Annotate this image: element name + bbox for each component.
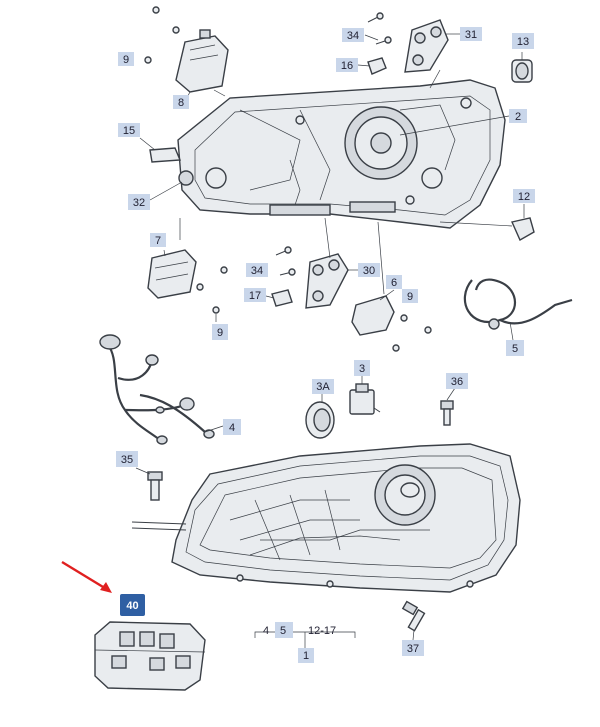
callout-34-top: 34 [342,28,364,42]
svg-text:5: 5 [280,625,286,637]
callout-32: 32 [128,194,150,210]
part-3-bulb [349,383,381,415]
svg-text:6: 6 [391,277,397,289]
part-36-screw [440,400,454,426]
callout-36: 36 [446,373,468,389]
callout-7: 7 [150,233,166,247]
part-34-screws-top [367,12,392,45]
callout-34-mid: 34 [246,263,268,277]
headlight-assembly-front [131,443,521,593]
callout-13: 13 [512,33,534,49]
callout-16: 16 [336,58,358,72]
svg-text:9: 9 [407,291,413,303]
leader-lines [135,33,525,648]
part-35-screw [147,471,163,501]
svg-text:34: 34 [347,30,359,42]
part-6-module [351,295,432,352]
svg-text:30: 30 [363,265,375,277]
svg-text:34: 34 [251,265,263,277]
callout-2: 2 [509,109,527,123]
part-30-bracket [275,246,349,309]
part-8-control-module [144,6,229,93]
part-4-wiring-harness [99,334,215,445]
svg-text:4: 4 [263,625,269,637]
svg-text:3: 3 [359,363,365,375]
part-13-cap [511,59,533,83]
callout-ref-5: 5 [275,622,293,638]
callout-17: 17 [244,288,266,302]
svg-text:7: 7 [155,235,161,247]
svg-text:17: 17 [249,290,261,302]
callout-40-highlighted: 40 [120,594,145,616]
callout-15: 15 [118,123,140,137]
callout-8: 8 [173,95,189,109]
part-15-bracket [149,147,194,186]
part-37-screw [401,600,426,632]
red-pointer-arrow [61,560,112,593]
svg-text:9: 9 [123,54,129,66]
svg-text:40: 40 [126,600,138,612]
part-5-wire [463,278,573,330]
svg-text:2: 2 [515,111,521,123]
svg-text:5: 5 [512,343,518,355]
svg-text:15: 15 [123,125,135,137]
callout-1: 1 [298,648,314,663]
callout-9-left: 9 [212,324,228,340]
callout-3a: 3A [312,379,334,394]
callout-30: 30 [358,263,380,277]
svg-text:37: 37 [407,643,419,655]
callout-ref-12-17: 12-17 [308,625,336,637]
callout-31: 31 [460,27,482,41]
callout-12: 12 [513,189,535,203]
part-40-repair-kit [94,621,206,691]
svg-text:31: 31 [465,29,477,41]
svg-text:3A: 3A [316,381,330,393]
svg-text:13: 13 [517,36,529,48]
svg-text:1: 1 [303,650,309,662]
part-3a-ring [305,401,335,439]
svg-text:36: 36 [451,376,463,388]
callout-35: 35 [116,451,138,467]
svg-text:35: 35 [121,454,133,466]
callout-3: 3 [354,360,370,376]
svg-text:12-17: 12-17 [308,625,336,637]
svg-text:4: 4 [229,422,235,434]
headlight-housing-rear [177,79,506,229]
part-16-clip [367,57,387,75]
svg-text:32: 32 [133,197,145,209]
part-7-control-module [147,249,228,314]
callout-4-harness: 4 [223,419,241,435]
callout-37: 37 [402,640,424,656]
svg-text:12: 12 [518,191,530,203]
svg-text:9: 9 [217,327,223,339]
callout-9-mid: 9 [402,289,418,303]
callout-6: 6 [386,275,402,289]
part-12-plug [511,217,535,241]
callout-9-top: 9 [118,52,134,66]
callout-5: 5 [506,340,524,356]
svg-text:16: 16 [341,60,353,72]
part-31-bracket [404,19,449,73]
svg-text:8: 8 [178,97,184,109]
callout-ref-4: 4 [263,625,269,637]
part-17-clip [271,289,293,307]
